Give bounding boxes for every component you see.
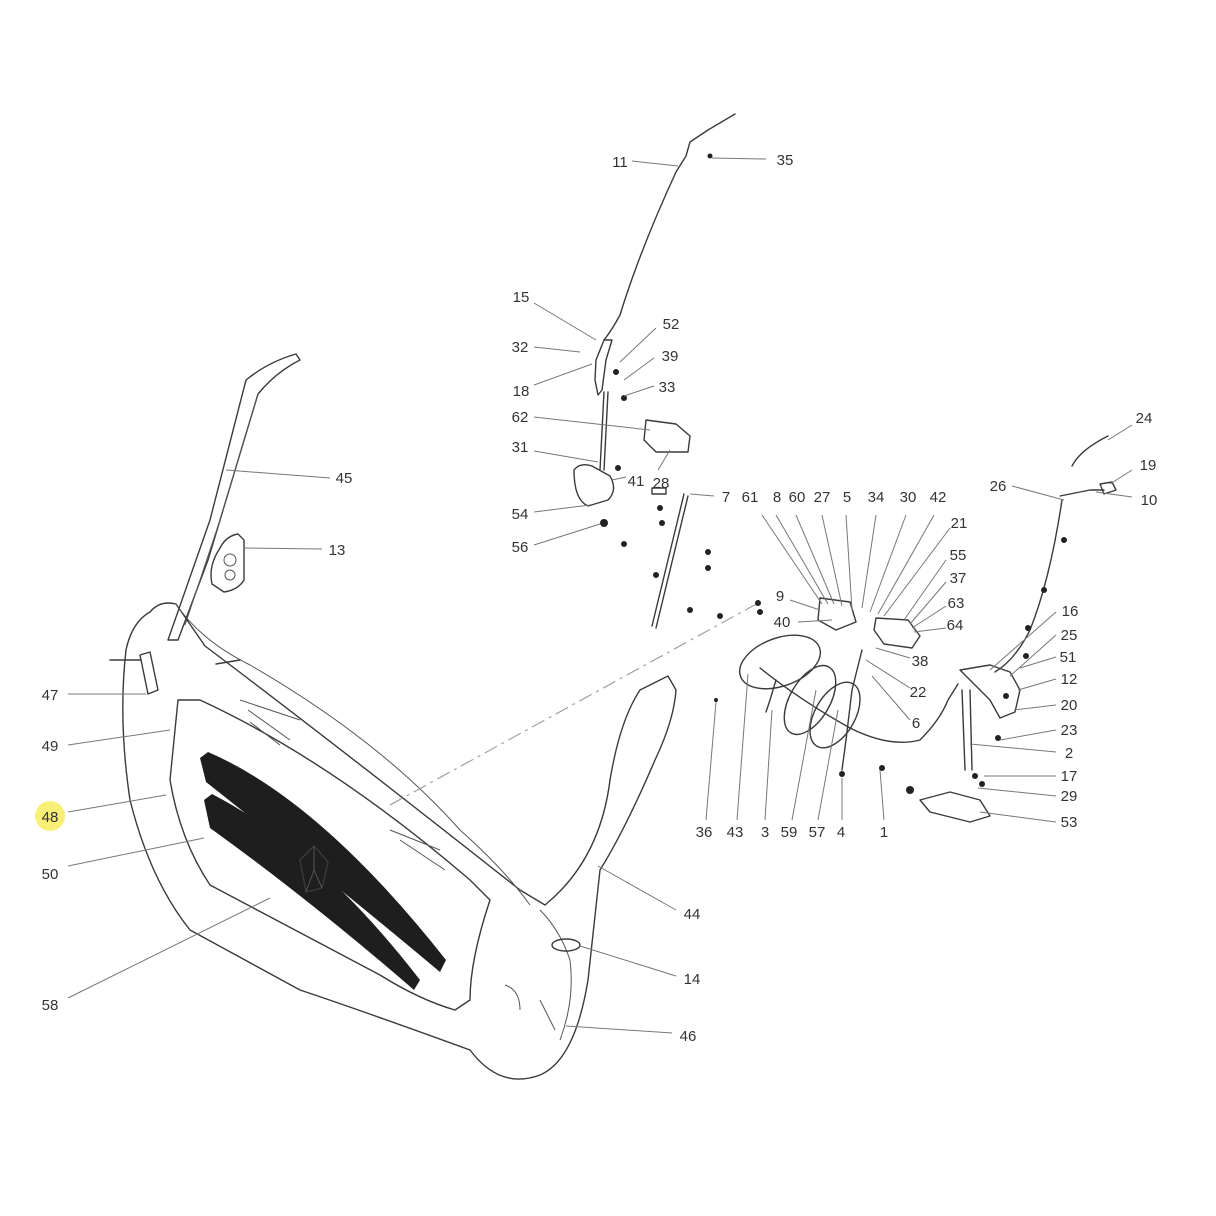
callout-30[interactable]: 30 [900,489,917,506]
callout-18[interactable]: 18 [513,383,530,400]
leader-lines [67,157,1133,1034]
callout-48[interactable]: 48 [42,809,59,826]
callout-45[interactable]: 45 [336,470,353,487]
callout-56[interactable]: 56 [512,539,529,556]
callout-54[interactable]: 54 [512,506,529,523]
alignment-line [389,601,761,806]
callout-21[interactable]: 21 [951,515,968,532]
callout-22[interactable]: 22 [910,684,927,701]
callout-8[interactable]: 8 [773,489,781,506]
callout-24[interactable]: 24 [1136,410,1153,427]
callout-64[interactable]: 64 [947,617,964,634]
callout-62[interactable]: 62 [512,409,529,426]
callout-44[interactable]: 44 [684,906,701,923]
callout-1[interactable]: 1 [880,824,888,841]
callout-34[interactable]: 34 [868,489,885,506]
callout-19[interactable]: 19 [1140,457,1157,474]
callout-50[interactable]: 50 [42,866,59,883]
callout-17[interactable]: 17 [1061,768,1078,785]
callout-14[interactable]: 14 [684,971,701,988]
callout-15[interactable]: 15 [513,289,530,306]
callout-highlight-marker [35,801,65,831]
callout-16[interactable]: 16 [1062,603,1079,620]
callout-13[interactable]: 13 [329,542,346,559]
callout-49[interactable]: 49 [42,738,59,755]
center-latch-drawing [714,597,959,794]
callout-51[interactable]: 51 [1060,649,1077,666]
callout-9[interactable]: 9 [776,588,784,605]
callout-60[interactable]: 60 [789,489,806,506]
callout-46[interactable]: 46 [680,1028,697,1045]
callout-35[interactable]: 35 [777,152,794,169]
left-hinge-drawing [573,113,736,629]
callout-63[interactable]: 63 [948,595,965,612]
callout-29[interactable]: 29 [1061,788,1078,805]
callout-47[interactable]: 47 [42,687,59,704]
callout-39[interactable]: 39 [662,348,679,365]
callout-11[interactable]: 11 [612,154,628,171]
callout-53[interactable]: 53 [1061,814,1078,831]
callout-33[interactable]: 33 [659,379,676,396]
callout-3[interactable]: 3 [761,824,769,841]
right-hinge-drawing [919,435,1117,823]
callout-27[interactable]: 27 [814,489,831,506]
callout-61[interactable]: 61 [742,489,759,506]
callout-43[interactable]: 43 [727,824,744,841]
callout-6[interactable]: 6 [912,715,920,732]
callout-23[interactable]: 23 [1061,722,1078,739]
callout-labels: 11 35 15 32 52 39 18 33 62 31 41 28 54 5… [42,152,1158,1045]
callout-59[interactable]: 59 [781,824,798,841]
callout-4[interactable]: 4 [837,824,845,841]
callout-28[interactable]: 28 [653,475,670,492]
callout-55[interactable]: 55 [950,547,967,564]
callout-12[interactable]: 12 [1061,671,1078,688]
callout-2[interactable]: 2 [1065,745,1073,762]
callout-5[interactable]: 5 [843,489,851,506]
callout-10[interactable]: 10 [1141,492,1158,509]
callout-42[interactable]: 42 [930,489,947,506]
callout-20[interactable]: 20 [1061,697,1078,714]
callout-37[interactable]: 37 [950,570,967,587]
callout-7[interactable]: 7 [722,489,730,506]
front-panel-drawing [109,353,677,1080]
callout-26[interactable]: 26 [990,478,1007,495]
callout-31[interactable]: 31 [512,439,529,456]
callout-52[interactable]: 52 [663,316,680,333]
callout-38[interactable]: 38 [912,653,929,670]
callout-36[interactable]: 36 [696,824,713,841]
callout-57[interactable]: 57 [809,824,826,841]
callout-25[interactable]: 25 [1061,627,1078,644]
callout-58[interactable]: 58 [42,997,59,1014]
callout-40[interactable]: 40 [774,614,791,631]
callout-32[interactable]: 32 [512,339,529,356]
callout-41[interactable]: 41 [628,473,645,490]
